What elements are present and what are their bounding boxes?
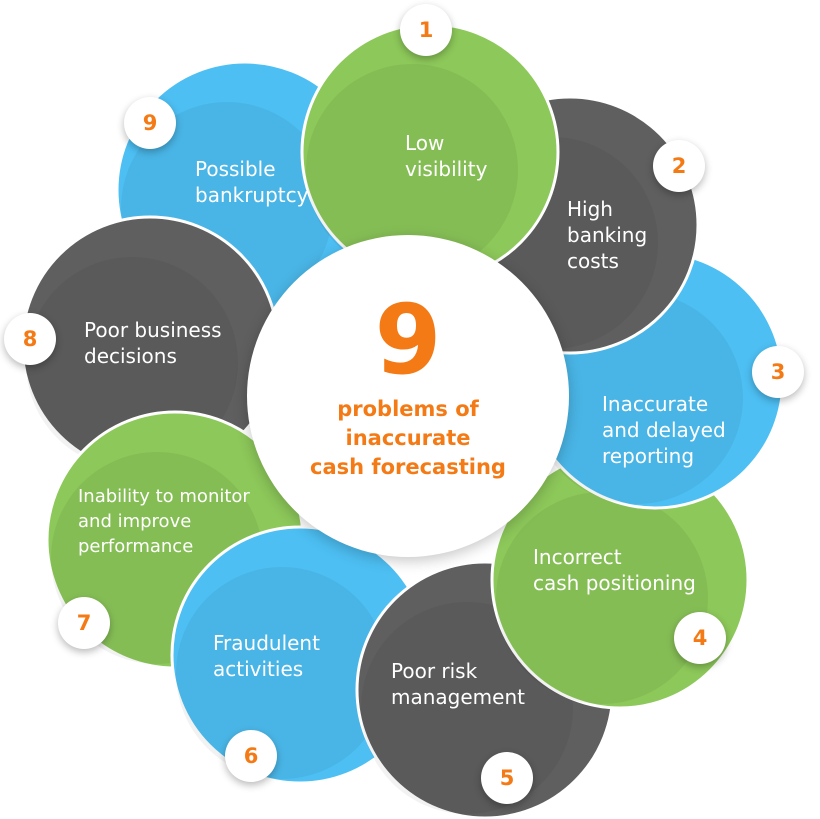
petal-shade-6 [176,567,388,779]
number-badge-1: 1 [400,4,452,56]
number-badge-5: 5 [481,752,533,804]
problem-label-6: Fraudulent activities [213,631,320,681]
petal-shade-1 [306,64,518,276]
number-badge-6: 6 [225,730,277,782]
problem-label-9: Possible bankruptcy [195,157,309,207]
problem-label-8: Poor business decisions [84,318,222,368]
number-badge-7: 7 [58,597,110,649]
number-badge-2: 2 [653,140,705,192]
problem-label-2: High banking costs [567,197,648,273]
problem-label-3: Inaccurate and delayed reporting [602,392,726,468]
center-caption: problems of inaccurate cash forecasting [310,397,506,479]
number-badge-4: 4 [674,612,726,664]
problem-label-4: Incorrect cash positioning [533,545,696,595]
center-hub: 9 problems of inaccurate cash forecastin… [247,235,569,557]
petal-1 [300,22,560,282]
problem-label-7: Inability to monitor and improve perform… [78,486,250,557]
petal-shade-4 [496,492,708,704]
problem-label-5: Poor risk management [391,659,525,709]
number-badge-8: 8 [4,313,56,365]
center-number: 9 [374,284,442,396]
number-badge-3: 3 [752,346,804,398]
problem-label-1: Low visibility [405,131,488,181]
number-badge-9: 9 [124,97,176,149]
